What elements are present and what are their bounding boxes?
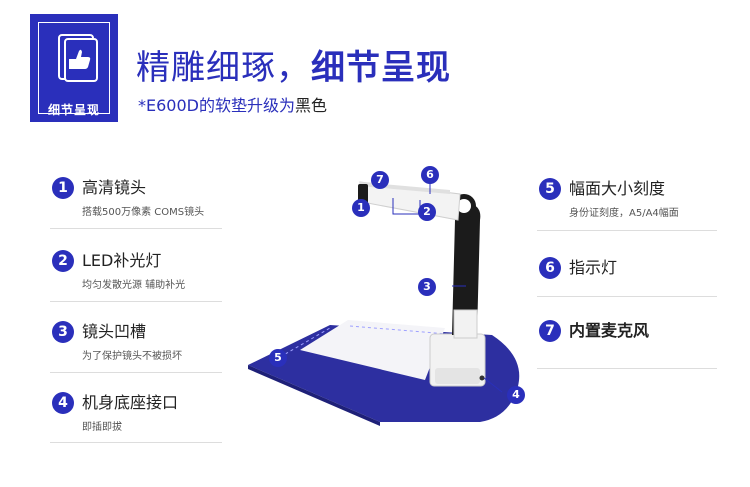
feature-desc: 即插即拔 bbox=[82, 422, 122, 433]
subtitle-blue: *E600D的软垫升级为 bbox=[138, 96, 295, 115]
divider bbox=[537, 368, 717, 369]
section-badge: 细节呈现 bbox=[30, 14, 118, 122]
divider bbox=[50, 442, 222, 443]
feature-desc: 身份证刻度，A5/A4幅面 bbox=[569, 208, 679, 219]
callout-1: 1 bbox=[352, 199, 370, 217]
callout-4: 4 bbox=[507, 386, 525, 404]
feature-desc: 搭载500万像素 COMS镜头 bbox=[82, 207, 205, 218]
callout-7: 7 bbox=[371, 171, 389, 189]
divider bbox=[537, 230, 717, 231]
divider bbox=[537, 296, 717, 297]
feature-title: 幅面大小刻度 bbox=[569, 179, 666, 198]
title-bold: 细节呈现 bbox=[311, 48, 451, 88]
callout-6: 6 bbox=[421, 166, 439, 184]
thumbs-up-icon bbox=[58, 34, 98, 82]
feature-title: 指示灯 bbox=[569, 258, 618, 277]
feature-number: 2 bbox=[52, 250, 74, 272]
feature-number: 3 bbox=[52, 321, 74, 343]
feature-title: 机身底座接口 bbox=[82, 393, 179, 412]
feature-number: 1 bbox=[52, 177, 74, 199]
divider bbox=[50, 301, 222, 302]
feature-title: LED补光灯 bbox=[82, 251, 162, 270]
divider bbox=[50, 372, 222, 373]
feature-number: 6 bbox=[539, 257, 561, 279]
feature-title: 镜头凹槽 bbox=[82, 322, 147, 341]
badge-frame: 细节呈现 bbox=[38, 22, 110, 117]
feature-desc: 为了保护镜头不被损坏 bbox=[82, 351, 182, 362]
feature-number: 7 bbox=[539, 320, 561, 342]
callout-2: 2 bbox=[418, 203, 436, 221]
vertical-arm bbox=[452, 204, 481, 335]
title-normal: 精雕细琢， bbox=[136, 48, 311, 88]
feature-number: 4 bbox=[52, 392, 74, 414]
feature-title: 高清镜头 bbox=[82, 178, 147, 197]
feature-desc: 均匀发散光源 辅助补光 bbox=[82, 280, 186, 291]
callout-5: 5 bbox=[269, 349, 287, 367]
subtitle-black: 黑色 bbox=[294, 96, 327, 115]
feature-title: 内置麦克风 bbox=[569, 321, 650, 340]
page-title: 精雕细琢，细节呈现 bbox=[136, 40, 451, 89]
divider bbox=[50, 228, 222, 229]
callout-3: 3 bbox=[418, 278, 436, 296]
subtitle: *E600D的软垫升级为黑色 bbox=[138, 92, 327, 116]
paper-sheet bbox=[300, 320, 445, 380]
feature-number: 5 bbox=[539, 178, 561, 200]
document-camera-illustration bbox=[248, 178, 520, 426]
badge-label: 细节呈现 bbox=[47, 103, 100, 117]
